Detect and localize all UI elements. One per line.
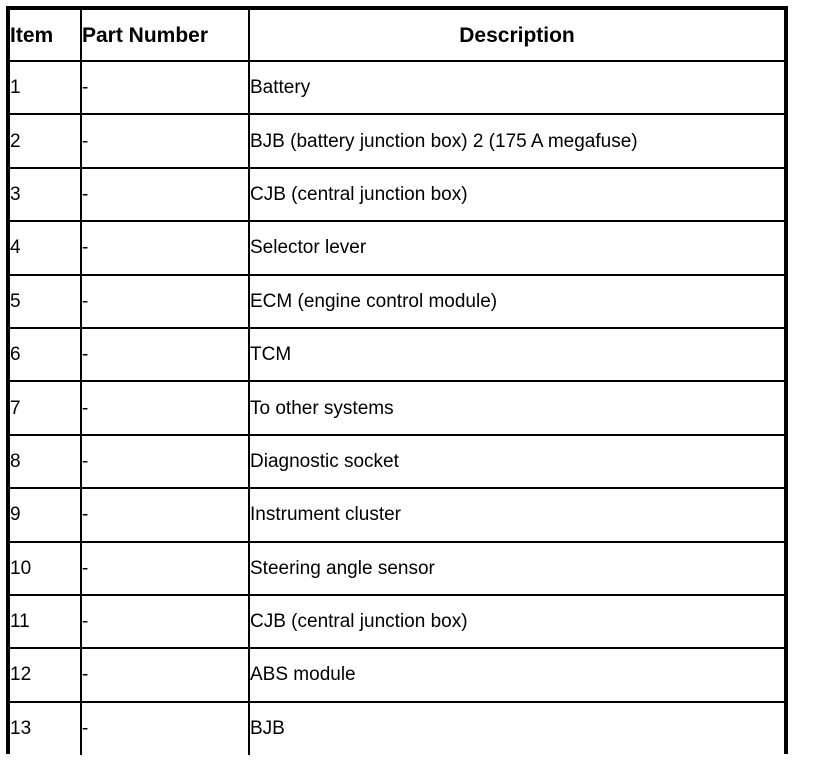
cell-part-number: - [81,381,250,436]
cell-item: 1 [10,61,82,116]
table-header: Item Part Number Description [10,10,784,62]
cell-item: 3 [10,167,82,223]
cell-description: Battery [249,61,784,116]
cell-item: 7 [10,381,82,436]
table-row: 5 - ECM (engine control module) [10,274,784,329]
parts-legend-table: Item Part Number Description 1 - Battery… [10,10,784,756]
column-header-item: Item [10,10,82,62]
table-row: 2 - BJB (battery junction box) 2 (175 A … [10,114,784,169]
table-row: 1 - Battery [10,61,784,116]
parts-legend-table-container: Item Part Number Description 1 - Battery… [6,6,788,756]
cell-item: 4 [10,221,82,276]
cell-part-number: - [81,541,250,596]
cell-part-number: - [81,594,250,650]
cell-description: Instrument cluster [249,488,784,543]
cell-description: To other systems [249,381,784,436]
column-header-part-number: Part Number [81,10,250,62]
cell-description: BJB (battery junction box) 2 (175 A mega… [249,114,784,169]
cell-part-number: - [81,114,250,169]
table-row: 10 - Steering angle sensor [10,541,784,596]
cell-item: 12 [10,648,82,703]
cell-description: ECM (engine control module) [249,274,784,329]
cell-part-number: - [81,221,250,276]
cell-description: TCM [249,327,784,383]
cell-item: 11 [10,594,82,650]
cell-item: 13 [10,701,82,756]
cell-description: Selector lever [249,221,784,276]
table-row: 4 - Selector lever [10,221,784,276]
cell-item: 9 [10,488,82,543]
table-body: 1 - Battery 2 - BJB (battery junction bo… [10,61,784,756]
column-header-description: Description [249,10,784,62]
cell-description: CJB (central junction box) [249,167,784,223]
table-header-row: Item Part Number Description [10,10,784,62]
cell-item: 6 [10,327,82,383]
table-row: 13 - BJB [10,701,784,756]
table-row: 11 - CJB (central junction box) [10,594,784,650]
cell-item: 8 [10,434,82,490]
cell-item: 10 [10,541,82,596]
table-row: 8 - Diagnostic socket [10,434,784,490]
cell-part-number: - [81,327,250,383]
table-row: 12 - ABS module [10,648,784,703]
cell-description: Steering angle sensor [249,541,784,596]
cell-part-number: - [81,167,250,223]
cell-part-number: - [81,488,250,543]
cell-item: 2 [10,114,82,169]
cell-description: BJB [249,701,784,756]
cell-part-number: - [81,648,250,703]
table-row: 6 - TCM [10,327,784,383]
table-row: 7 - To other systems [10,381,784,436]
cell-description: CJB (central junction box) [249,594,784,650]
cell-part-number: - [81,701,250,756]
cell-part-number: - [81,434,250,490]
cell-part-number: - [81,274,250,329]
cell-description: Diagnostic socket [249,434,784,490]
table-row: 9 - Instrument cluster [10,488,784,543]
cell-part-number: - [81,61,250,116]
cell-item: 5 [10,274,82,329]
cell-description: ABS module [249,648,784,703]
table-row: 3 - CJB (central junction box) [10,167,784,223]
